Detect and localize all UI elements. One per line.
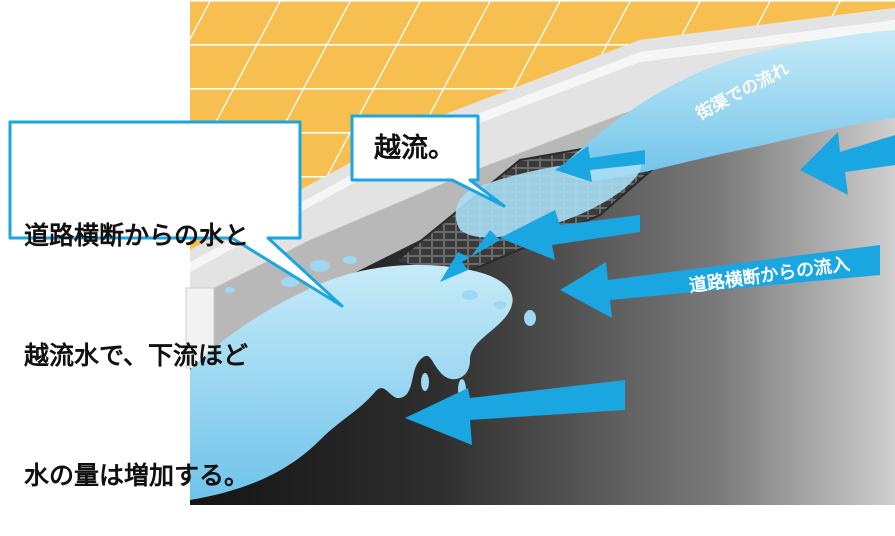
sidewalk-tiles	[190, 0, 895, 250]
road-surface	[190, 100, 895, 505]
callout-left-bubble	[8, 120, 344, 308]
callout-left-line-3: 水の量は増加する。	[24, 461, 250, 490]
flow-arrows	[405, 132, 895, 445]
spilling-water	[190, 264, 513, 500]
callout-top-text: 越流。	[374, 133, 455, 164]
callout-left-line-2: 越流水で、下流ほど	[24, 341, 249, 370]
arrow-overflow-3	[555, 146, 645, 182]
arrow-road-inflow	[560, 245, 880, 318]
overflow-water	[455, 158, 642, 238]
flood-diagram: 道路横断からの流入 街渠での流れ	[8, 0, 895, 505]
callout-left-line-1: 道路横断からの水と	[24, 221, 250, 250]
callout-top-bubble	[350, 114, 506, 208]
arrow-gutter-right	[800, 132, 895, 195]
gutter-water-stream	[560, 30, 895, 181]
water-droplets	[225, 256, 536, 401]
arrow-downstream	[405, 380, 625, 445]
arrow-overflow-1	[500, 210, 640, 260]
arrow-overflow-2	[440, 230, 500, 282]
callout-left-text: 道路横断からの水と 越流水で、下流ほど 水の量は増加する。	[24, 136, 249, 536]
